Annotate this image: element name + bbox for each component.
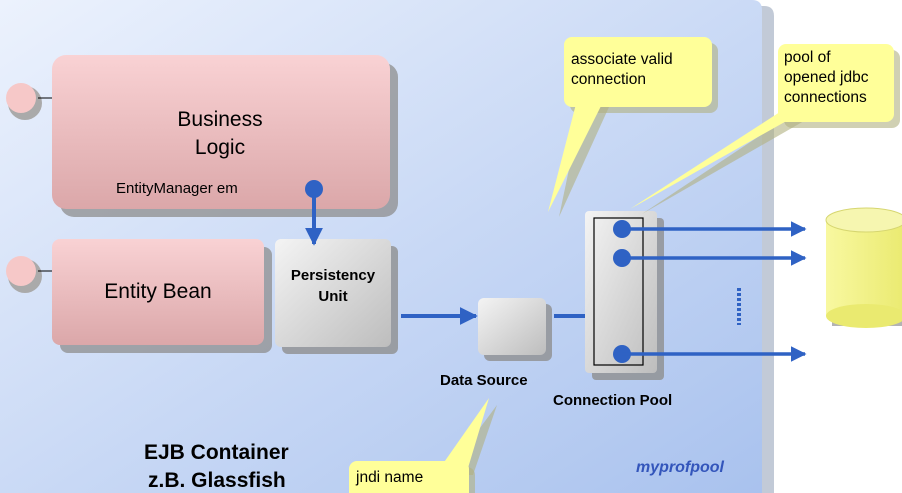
data-source-box	[478, 298, 552, 361]
persistency-unit-box	[275, 239, 398, 354]
callout-pool-text: pool of opened jdbc connections	[784, 49, 869, 106]
callout-pool	[630, 44, 900, 214]
callout-associate-text: associate valid connection	[571, 51, 673, 88]
database-cylinder-icon	[825, 207, 902, 328]
callout-jndi-text: jndi name	[356, 469, 424, 486]
entity-bean-label: Entity Bean	[104, 280, 212, 303]
entity-manager-arrow	[305, 180, 323, 246]
connection-pool-label: Connection Pool	[553, 392, 673, 409]
connection-arrows	[613, 220, 807, 363]
business-logic-interface-icon	[6, 83, 56, 120]
pool-name-label: myprofpool	[636, 459, 724, 476]
entity-bean-box	[52, 239, 272, 353]
entity-bean-interface-icon	[6, 256, 56, 293]
business-logic-box	[52, 55, 398, 217]
data-source-label: Data Source	[440, 372, 528, 389]
business-logic-label: Business Logic	[177, 108, 263, 159]
container-title: EJB Container	[144, 441, 289, 464]
persistency-unit-label: Persistency Unit	[290, 267, 376, 305]
callout-associate	[548, 37, 718, 217]
container-subtitle: z.B. Glassfish	[148, 469, 286, 492]
callout-jndi	[349, 398, 497, 493]
entity-manager-label: EntityManager em	[116, 180, 238, 197]
